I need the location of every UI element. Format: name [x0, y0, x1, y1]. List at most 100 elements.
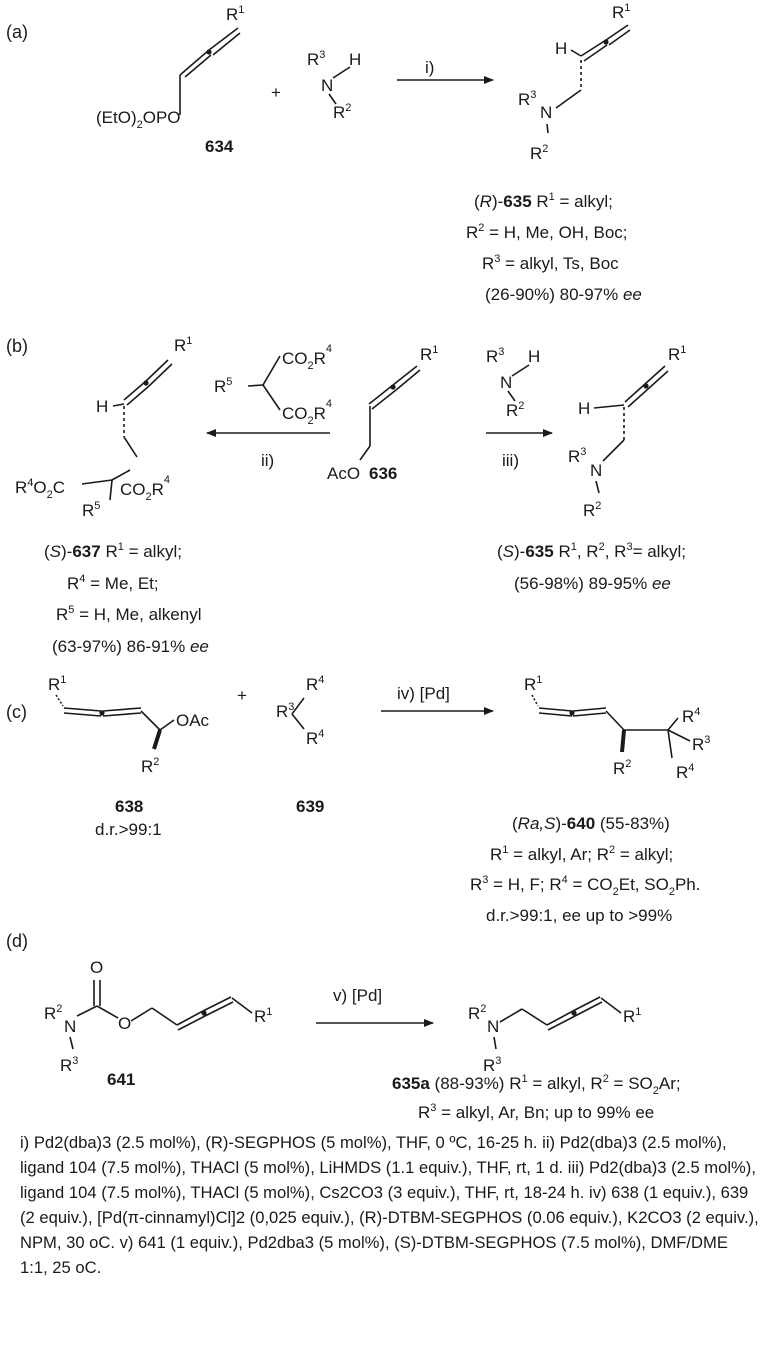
svg-text:R2: R2: [583, 500, 601, 520]
reagent-b-left: ii): [261, 451, 274, 470]
svg-text:R4: R4: [306, 728, 324, 748]
svg-text:+: +: [271, 83, 281, 102]
compound-639-structure: R4 R3 R4 639: [276, 674, 324, 816]
condition-iii: iii) Pd2(dba)3 (2.5 mol%), ligand 104 (7…: [20, 1158, 756, 1202]
compound-635a-structure: R2 N R1 R3: [468, 996, 641, 1075]
svg-text:R3: R3: [692, 734, 710, 754]
malonate-structure: R5 CO2R4 CO2R4: [214, 343, 332, 427]
compound-641-number: 641: [107, 1070, 135, 1089]
compound-635-r-description: (R)-635 R1 = alkyl; R2 = H, Me, OH, Boc;…: [466, 191, 642, 304]
compound-639-number: 639: [296, 797, 324, 816]
compound-634-structure: R1 (EtO)2OPO 634: [96, 4, 244, 156]
svg-text:R3: R3: [518, 89, 536, 109]
compound-637-structure: R1 H R4O2C CO2R4 R5: [15, 335, 192, 520]
svg-text:R5 = H, Me, alkenyl: R5 = H, Me, alkenyl: [56, 604, 201, 624]
svg-text:R5: R5: [82, 500, 100, 520]
svg-text:R2: R2: [613, 758, 631, 778]
svg-text:R1: R1: [668, 344, 686, 364]
svg-text:R4: R4: [306, 674, 324, 694]
svg-text:R1 = alkyl, Ar; R2 = alkyl;: R1 = alkyl, Ar; R2 = alkyl;: [490, 844, 673, 864]
svg-text:(R)-635 R1 = alkyl;: (R)-635 R1 = alkyl;: [474, 191, 613, 211]
condition-v: v) 641 (1 equiv.), Pd2dba3 (5 mol%), (S)…: [20, 1233, 728, 1277]
svg-text:N: N: [64, 1017, 76, 1036]
svg-text:R3: R3: [276, 701, 294, 721]
compound-634-number: 634: [205, 137, 234, 156]
svg-text:R2: R2: [141, 756, 159, 776]
svg-text:R3: R3: [60, 1055, 78, 1075]
svg-text:(26-90%) 80-97% ee: (26-90%) 80-97% ee: [485, 285, 642, 304]
svg-text:N: N: [590, 461, 602, 480]
svg-text:R3: R3: [568, 446, 586, 466]
svg-text:O: O: [90, 958, 103, 977]
compound-638-number: 638: [115, 797, 143, 816]
svg-text:O: O: [118, 1014, 131, 1033]
svg-text:R1: R1: [48, 674, 66, 694]
svg-text:N: N: [321, 76, 333, 95]
compound-638-structure: R1 OAc R2 638 d.r.>99:1: [48, 674, 210, 839]
panel-d: (d) O O R1 N R2 R3 641 v) [Pd]: [6, 931, 681, 1122]
panel-a: (a) R1 (EtO)2OPO 634 + R3 N H R2 i) H: [6, 2, 642, 304]
svg-text:R5: R5: [214, 376, 232, 396]
reagent-d: v) [Pd]: [333, 986, 382, 1005]
amine-r2r3nh-structure: R3 N H R2: [307, 49, 361, 122]
svg-text:d.r.>99:1, ee up to >99%: d.r.>99:1, ee up to >99%: [486, 906, 672, 925]
compound-638-dr: d.r.>99:1: [95, 820, 162, 839]
compound-635-r-structure: H R1 N R3 R2: [518, 2, 631, 163]
svg-text:R2: R2: [506, 400, 524, 420]
svg-text:N: N: [500, 373, 512, 392]
svg-text:(63-97%) 86-91% ee: (63-97%) 86-91% ee: [52, 637, 209, 656]
reaction-conditions: i) Pd2(dba)3 (2.5 mol%), (R)-SEGPHOS (5 …: [20, 1130, 760, 1280]
compound-640-structure: R1 R2 R4 R3 R4: [524, 674, 710, 782]
panel-c: (c) R1 OAc R2 638 d.r.>99:1 + R4 R3 R4: [6, 674, 710, 925]
compound-635-s-structure: R1 H N R3 R2: [568, 344, 686, 520]
svg-text:(Ra,S)-640 (55-83%): (Ra,S)-640 (55-83%): [512, 814, 670, 833]
svg-text:AcO: AcO: [327, 464, 360, 483]
panel-a-label: (a): [6, 22, 28, 42]
panel-c-label: (c): [6, 702, 27, 722]
reagent-c: iv) [Pd]: [397, 684, 450, 703]
svg-text:R4: R4: [676, 762, 694, 782]
svg-text:H: H: [349, 50, 361, 69]
svg-text:N: N: [540, 103, 552, 122]
panel-b-label: (b): [6, 336, 28, 356]
svg-text:R3: R3: [486, 346, 504, 366]
compound-635-s-description: (S)-635 R1, R2, R3= alkyl; (56-98%) 89-9…: [497, 541, 686, 593]
svg-text:R1: R1: [612, 2, 630, 22]
condition-i: i) Pd2(dba)3 (2.5 mol%), (R)-SEGPHOS (5 …: [20, 1133, 538, 1152]
compound-636-structure: R1 AcO 636: [327, 344, 438, 483]
svg-text:R2: R2: [468, 1003, 486, 1023]
amine-b-structure: R3 N H R2: [486, 346, 540, 420]
svg-text:R4: R4: [682, 706, 700, 726]
svg-text:CO2R4: CO2R4: [282, 398, 332, 427]
svg-text:(S)-637 R1 = alkyl;: (S)-637 R1 = alkyl;: [44, 541, 182, 561]
compound-637-description: (S)-637 R1 = alkyl; R4 = Me, Et; R5 = H,…: [44, 541, 209, 656]
svg-text:R2: R2: [530, 143, 548, 163]
svg-text:H: H: [96, 397, 108, 416]
panel-b: (b) R5 CO2R4 CO2R4 ii) R1 H R: [6, 335, 686, 656]
svg-text:N: N: [487, 1017, 499, 1036]
compound-640-description: (Ra,S)-640 (55-83%) R1 = alkyl, Ar; R2 =…: [470, 814, 700, 925]
svg-text:H: H: [528, 347, 540, 366]
svg-text:R4 = Me, Et;: R4 = Me, Et;: [67, 573, 159, 593]
panel-d-label: (d): [6, 931, 28, 951]
svg-text:R3 = alkyl, Ts, Boc: R3 = alkyl, Ts, Boc: [482, 253, 619, 273]
svg-text:CO2R4: CO2R4: [120, 474, 170, 503]
svg-text:R1: R1: [623, 1006, 641, 1026]
svg-text:(S)-635 R1, R2, R3= alkyl;: (S)-635 R1, R2, R3= alkyl;: [497, 541, 686, 561]
svg-text:R2: R2: [333, 102, 351, 122]
svg-text:(EtO)2OPO: (EtO)2OPO: [96, 108, 181, 131]
reagent-a: i): [425, 58, 434, 77]
svg-text:R1: R1: [226, 4, 244, 24]
reagent-b-right: iii): [502, 451, 519, 470]
svg-text:R1: R1: [174, 335, 192, 355]
svg-text:CO2R4: CO2R4: [282, 343, 332, 372]
compound-636-number: 636: [369, 464, 397, 483]
compound-641-structure: O O R1 N R2 R3 641: [44, 958, 272, 1089]
svg-text:OAc: OAc: [176, 711, 210, 730]
svg-text:R4O2C: R4O2C: [15, 477, 65, 501]
svg-text:635a (88-93%) R1 = alkyl, R2 =: 635a (88-93%) R1 = alkyl, R2 = SO2Ar;: [392, 1073, 681, 1097]
svg-text:R1: R1: [524, 674, 542, 694]
svg-text:+: +: [237, 686, 247, 705]
svg-text:R3: R3: [307, 49, 325, 69]
